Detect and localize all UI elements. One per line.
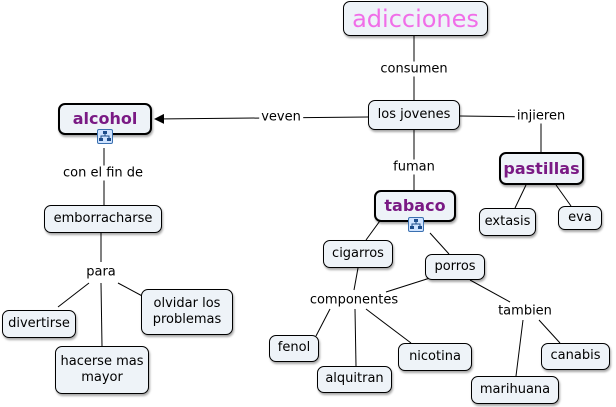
submap-icon[interactable] [408,217,424,232]
node-emborracharse[interactable]: emborracharse [44,205,162,233]
submap-icon[interactable] [97,129,113,144]
node-porros[interactable]: porros [425,254,485,280]
node-cigarros[interactable]: cigarros [323,240,393,268]
link-con-el-fin-de: con el fin de [60,165,146,181]
node-olvidar-problemas[interactable]: olvidar los problemas [141,289,233,335]
link-componentes: componentes [307,292,401,308]
node-marihuana[interactable]: marihuana [471,376,559,404]
node-adicciones[interactable]: adicciones [343,1,488,36]
link-tambien: tambien [496,303,554,319]
node-extasis[interactable]: extasis [479,208,536,236]
link-injieren: injieren [514,108,568,124]
node-pastillas[interactable]: pastillas [499,152,584,185]
node-tabaco[interactable]: tabaco [374,190,456,222]
node-los-jovenes[interactable]: los jovenes [368,100,460,130]
node-alquitran[interactable]: alquitran [317,366,392,393]
link-para: para [84,264,118,280]
node-eva[interactable]: eva [558,206,602,230]
node-fenol[interactable]: fenol [269,335,319,362]
link-fuman: fuman [391,159,437,175]
node-divertirse[interactable]: divertirse [2,310,76,338]
node-hacerse-mayor[interactable]: hacerse mas mayor [55,346,149,394]
link-veven: veven [259,109,303,125]
node-nicotina[interactable]: nicotina [398,343,472,371]
link-consumen: consumen [378,61,450,77]
node-canabis[interactable]: canabis [541,343,610,370]
